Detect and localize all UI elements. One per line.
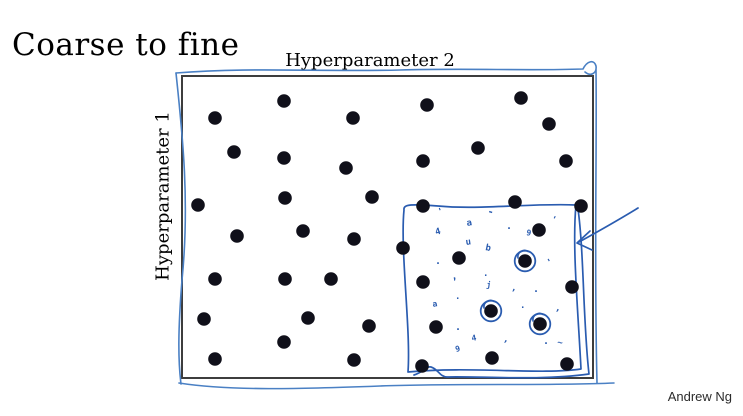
data-point-dot (485, 351, 499, 365)
data-point-dot (208, 352, 222, 366)
pointer-arrow-head (576, 230, 593, 251)
pen-scribble-mark: b (484, 243, 492, 254)
data-point-dot (347, 353, 361, 367)
pen-scribble-mark: - (486, 206, 495, 218)
data-point-dot (277, 151, 291, 165)
pen-scribble-mark: 4 (434, 227, 442, 238)
hand-drawn-border-bottom (178, 382, 615, 390)
pen-scribble-mark: . (543, 336, 549, 347)
slide-title: Coarse to fine (12, 26, 240, 63)
pen-scribble-mark: , (510, 283, 517, 294)
data-point-dot (416, 199, 430, 213)
best-point-circle-spiral (532, 312, 544, 322)
hand-drawn-border-top (175, 60, 597, 75)
data-point-dot (415, 359, 429, 373)
data-point-dot (277, 335, 291, 349)
pen-scribble-mark: u (465, 237, 472, 248)
data-point-dot (346, 111, 360, 125)
pointer-arrow-line (578, 207, 639, 243)
data-point-dot (514, 91, 528, 105)
pen-scribble-mark: 9 (526, 228, 532, 238)
data-point-dot (542, 117, 556, 131)
best-point-circle-spiral (517, 249, 529, 259)
attribution: Andrew Ng (667, 389, 732, 404)
hand-drawn-border-left (175, 72, 187, 385)
data-point-dot (518, 254, 532, 268)
data-point-dot (208, 111, 222, 125)
pen-scribble-mark: . (435, 256, 441, 267)
data-point-dot (416, 154, 430, 168)
data-point-dot (277, 94, 291, 108)
pen-scribble-mark: ' (546, 257, 556, 268)
zoom-region-box-double-stroke (413, 208, 590, 379)
data-point-dot (559, 154, 573, 168)
data-point-dot (560, 357, 574, 371)
best-point-circle-spiral (483, 299, 495, 309)
data-point-dot (191, 198, 205, 212)
pen-scribble-mark: , (450, 271, 459, 283)
data-point-dot (574, 199, 588, 213)
data-point-dot (471, 141, 485, 155)
pen-scribble-mark: ' (437, 207, 446, 218)
pen-scribble-mark: ' (549, 215, 558, 226)
search-space-frame (181, 75, 594, 379)
circled-dots-layer (479, 249, 552, 336)
pen-scribble-mark: a (432, 299, 439, 309)
pen-scribble-mark: . (455, 322, 461, 333)
pen-scribble-mark: . (520, 301, 525, 311)
data-point-dot (208, 272, 222, 286)
data-point-dot (347, 232, 361, 246)
data-point-dot (296, 224, 310, 238)
dots-layer (191, 91, 588, 373)
data-point-dot (532, 223, 546, 237)
data-point-dot (278, 272, 292, 286)
pen-scribble-mark: a (466, 218, 473, 229)
data-point-dot (227, 145, 241, 159)
data-point-dot (324, 272, 338, 286)
zoom-region-box (402, 203, 582, 373)
data-point-dot (230, 229, 244, 243)
pen-scribble-mark: 9 (454, 344, 461, 354)
data-point-dot (484, 304, 498, 318)
x-axis-label: Hyperparameter 2 (285, 50, 455, 71)
data-point-dot (565, 280, 579, 294)
data-point-dot (278, 191, 292, 205)
pen-scribble-mark: j (486, 279, 492, 290)
pen-scribble-mark: , (554, 303, 562, 314)
pen-scribble-mark: , (502, 334, 510, 345)
data-point-dot (396, 241, 410, 255)
data-point-dot (429, 320, 443, 334)
data-point-dot (362, 319, 376, 333)
pen-scribble-mark: 4 (471, 333, 477, 343)
pen-scribble-mark: ~ (557, 338, 564, 349)
data-point-dot (365, 190, 379, 204)
pen-scribble-mark: . (506, 221, 512, 232)
data-point-dot (533, 317, 547, 331)
data-point-dot (301, 311, 315, 325)
data-point-dot (416, 275, 430, 289)
data-point-dot (339, 161, 353, 175)
hand-drawn-border-right (594, 69, 598, 384)
pen-scribble-mark: . (455, 292, 460, 302)
pen-scribble-mark: . (533, 284, 539, 295)
data-point-dot (420, 98, 434, 112)
data-point-dot (452, 251, 466, 265)
data-point-dot (197, 312, 211, 326)
data-point-dot (508, 195, 522, 209)
pen-scribble-mark: . (483, 269, 488, 279)
